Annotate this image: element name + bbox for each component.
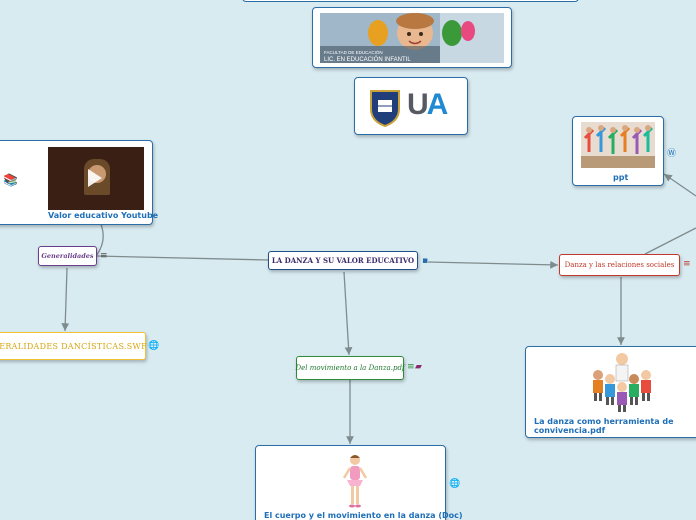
generalidades-swf-label: GENERALIDADES DANCÍSTICAS.SWF — [0, 341, 147, 351]
link-central-generalidades — [95, 255, 269, 261]
central-note-icon[interactable]: ▪ — [422, 256, 429, 266]
banner-line2: LIC. EN EDUCACIÓN INFANTIL — [324, 56, 411, 63]
generalidades-swf-topic[interactable]: GENERALIDADES DANCÍSTICAS.SWF — [0, 332, 147, 360]
generalidades-topic[interactable]: Generalidades — [38, 246, 97, 266]
university-shield-icon — [370, 90, 400, 127]
central-topic-label: LA DANZA Y SU VALOR EDUCATIVO — [271, 256, 415, 265]
youtube-resource-node[interactable]: 📚 Valor educativo Youtube — [0, 140, 158, 225]
ppt-caption: ppt — [613, 173, 629, 182]
link-relaciones-ppt — [644, 227, 696, 255]
youtube-caption: Valor educativo Youtube — [48, 211, 159, 220]
dancers-photo — [581, 122, 655, 168]
movimiento-label: Del movimiento a la Danza.pdf — [295, 364, 405, 372]
generalidades-label: Generalidades — [41, 252, 94, 260]
movimiento-topic[interactable]: Del movimiento a la Danza.pdf — [295, 356, 405, 380]
children-group-icon — [593, 353, 651, 412]
globe-icon[interactable]: 🌐 — [148, 341, 160, 351]
convivencia-caption: La danza como herramienta de convivencia… — [534, 417, 674, 435]
generalidades-note-icon[interactable]: ≡ — [100, 251, 108, 261]
banner-line1: FACULTAD DE EDUCACIÓN — [324, 49, 383, 55]
faculty-banner-node[interactable]: FACULTAD DE EDUCACIÓN LIC. EN EDUCACIÓN … — [312, 7, 512, 68]
relaciones-note-icon[interactable]: ≡ — [683, 259, 691, 269]
link-generalidades-swf — [61, 267, 70, 332]
faculty-banner-image: FACULTAD DE EDUCACIÓN LIC. EN EDUCACIÓN … — [320, 13, 504, 63]
relaciones-label: Danza y las relaciones sociales — [564, 261, 675, 269]
folder-icon[interactable]: ▰ — [415, 362, 422, 372]
ppt-resource-node[interactable]: ppt — [572, 116, 664, 186]
university-logo-text: UA — [407, 88, 448, 121]
books-icon: 📚 — [3, 173, 18, 187]
central-topic[interactable]: LA DANZA Y SU VALOR EDUCATIVO — [268, 251, 418, 270]
link-central-movimiento — [343, 271, 353, 356]
cuerpo-caption: El cuerpo y el movimiento en la danza (D… — [264, 511, 463, 520]
dancer-figure-icon — [342, 455, 368, 508]
play-icon — [88, 169, 102, 187]
wordpress-icon[interactable]: Ⓦ — [667, 149, 677, 159]
relaciones-topic[interactable]: Danza y las relaciones sociales — [559, 254, 680, 276]
video-thumbnail[interactable] — [48, 147, 144, 210]
university-logo-node[interactable]: UA — [354, 77, 468, 135]
top-node-partial[interactable] — [242, 0, 579, 2]
convivencia-resource-node[interactable]: La danza como herramienta de convivencia… — [525, 346, 696, 438]
movimiento-note-icon[interactable]: ≡ — [407, 362, 415, 372]
cuerpo-resource-node[interactable]: El cuerpo y el movimiento en la danza (D… — [255, 445, 463, 520]
link-central-relaciones — [427, 260, 559, 269]
link-ppt-return — [663, 173, 696, 197]
globe-icon[interactable]: 🌐 — [449, 479, 461, 489]
